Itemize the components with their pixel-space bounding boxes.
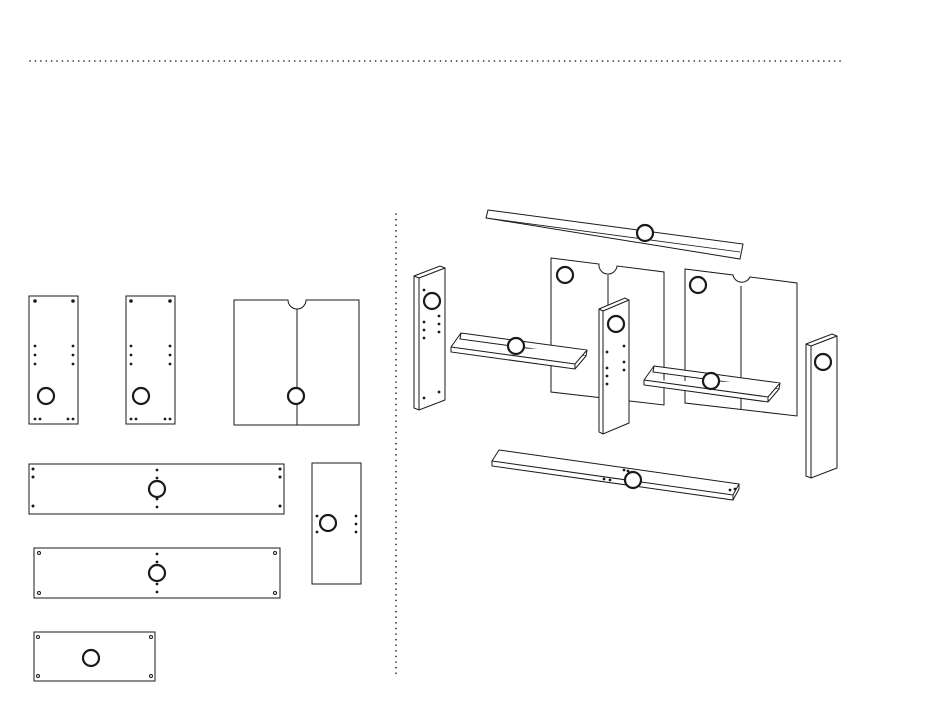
callout-circle — [608, 316, 624, 332]
assembly-right-side — [806, 334, 837, 478]
callout-circle — [288, 388, 304, 404]
callout-circle — [557, 267, 573, 283]
callout-circle — [637, 225, 653, 241]
callout-circle — [320, 515, 336, 531]
callout-circle — [149, 481, 165, 497]
assembly-bottom-board — [492, 450, 739, 500]
part-back-panel — [234, 300, 359, 425]
callout-circle — [83, 650, 99, 666]
assembly-left-side — [414, 266, 445, 410]
callout-circle — [703, 373, 719, 389]
assembly-center-divider — [599, 298, 629, 434]
callout-circle — [424, 293, 440, 309]
exploded-assembly-view — [414, 210, 837, 500]
part-tall-side-panel-b — [126, 296, 175, 424]
callout-circle — [625, 472, 641, 488]
part-short-shelf — [34, 632, 155, 681]
assembly-top-board — [486, 210, 743, 259]
parts-list — [29, 296, 361, 681]
callout-circle — [690, 277, 706, 293]
callout-circle — [38, 388, 54, 404]
callout-circle — [508, 338, 524, 354]
callout-circle — [149, 565, 165, 581]
part-tall-side-panel-a — [29, 296, 78, 424]
part-long-board-bottom — [34, 548, 280, 598]
part-center-divider — [312, 463, 361, 584]
callout-circle — [133, 388, 149, 404]
part-long-board-top — [29, 464, 284, 514]
callout-circle — [815, 354, 831, 370]
